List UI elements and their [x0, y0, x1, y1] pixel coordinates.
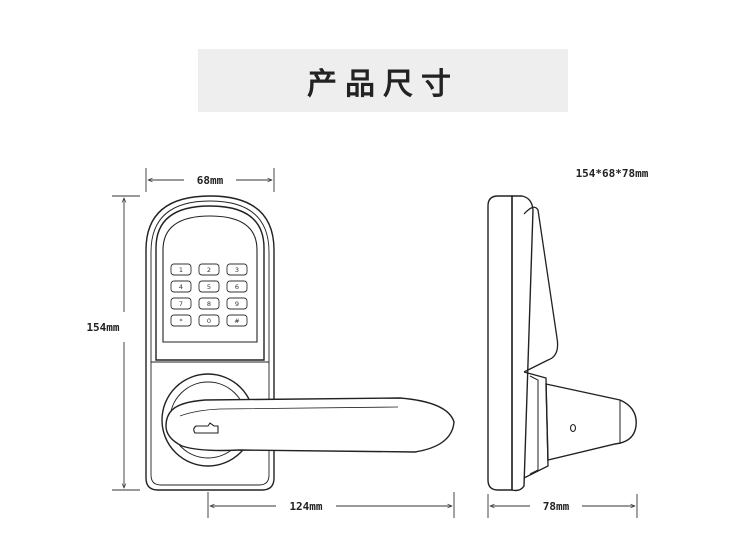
key-7-label: 7: [179, 300, 183, 308]
keyhole-icon: [193, 422, 219, 434]
key-8-label: 8: [207, 300, 211, 308]
title-banner: 产品尺寸: [198, 49, 568, 112]
keypad-frame: [155, 205, 265, 361]
key-4: [170, 280, 192, 293]
key-3-label: 3: [235, 266, 239, 274]
depth-label: 78mm: [543, 500, 570, 513]
key-1: [170, 263, 192, 276]
keypad-frame-inner: [162, 215, 258, 343]
key-6-label: 6: [235, 283, 239, 291]
side-back-plate: [487, 195, 513, 491]
key-1-label: 1: [179, 266, 183, 274]
key-9-label: 9: [235, 300, 239, 308]
lock-body-inner: [150, 200, 270, 486]
key-2-label: 2: [207, 266, 211, 274]
key-4-label: 4: [179, 283, 183, 291]
lever-handle: [165, 397, 455, 453]
side-keypad-wedge: [523, 206, 559, 373]
key-star-label: *: [179, 317, 183, 325]
key-5: [198, 280, 220, 293]
handle-length-label: 124mm: [289, 500, 322, 513]
side-key-cylinder: [569, 423, 577, 433]
page-title: 产品尺寸: [307, 66, 459, 102]
side-body: [511, 195, 534, 492]
key-2: [198, 263, 220, 276]
side-view: [487, 195, 637, 492]
key-7: [170, 297, 192, 310]
key-star: [170, 314, 192, 327]
key-9: [226, 297, 248, 310]
front-view: [145, 195, 455, 491]
keypad: 1 2 3 4 5 6 7 8 9 * 0 #: [170, 263, 248, 327]
key-8: [198, 297, 220, 310]
lock-body-outline: [145, 195, 275, 491]
key-0-label: 0: [207, 317, 211, 325]
side-handle: [545, 383, 637, 461]
key-hash: [226, 314, 248, 327]
key-0: [198, 314, 220, 327]
key-hash-label: #: [234, 317, 239, 325]
key-5-label: 5: [207, 283, 211, 291]
width-label: 68mm: [197, 174, 224, 187]
height-label: 154mm: [86, 321, 119, 334]
key-6: [226, 280, 248, 293]
overall-dimensions-label: 154*68*78mm: [576, 167, 649, 180]
key-3: [226, 263, 248, 276]
